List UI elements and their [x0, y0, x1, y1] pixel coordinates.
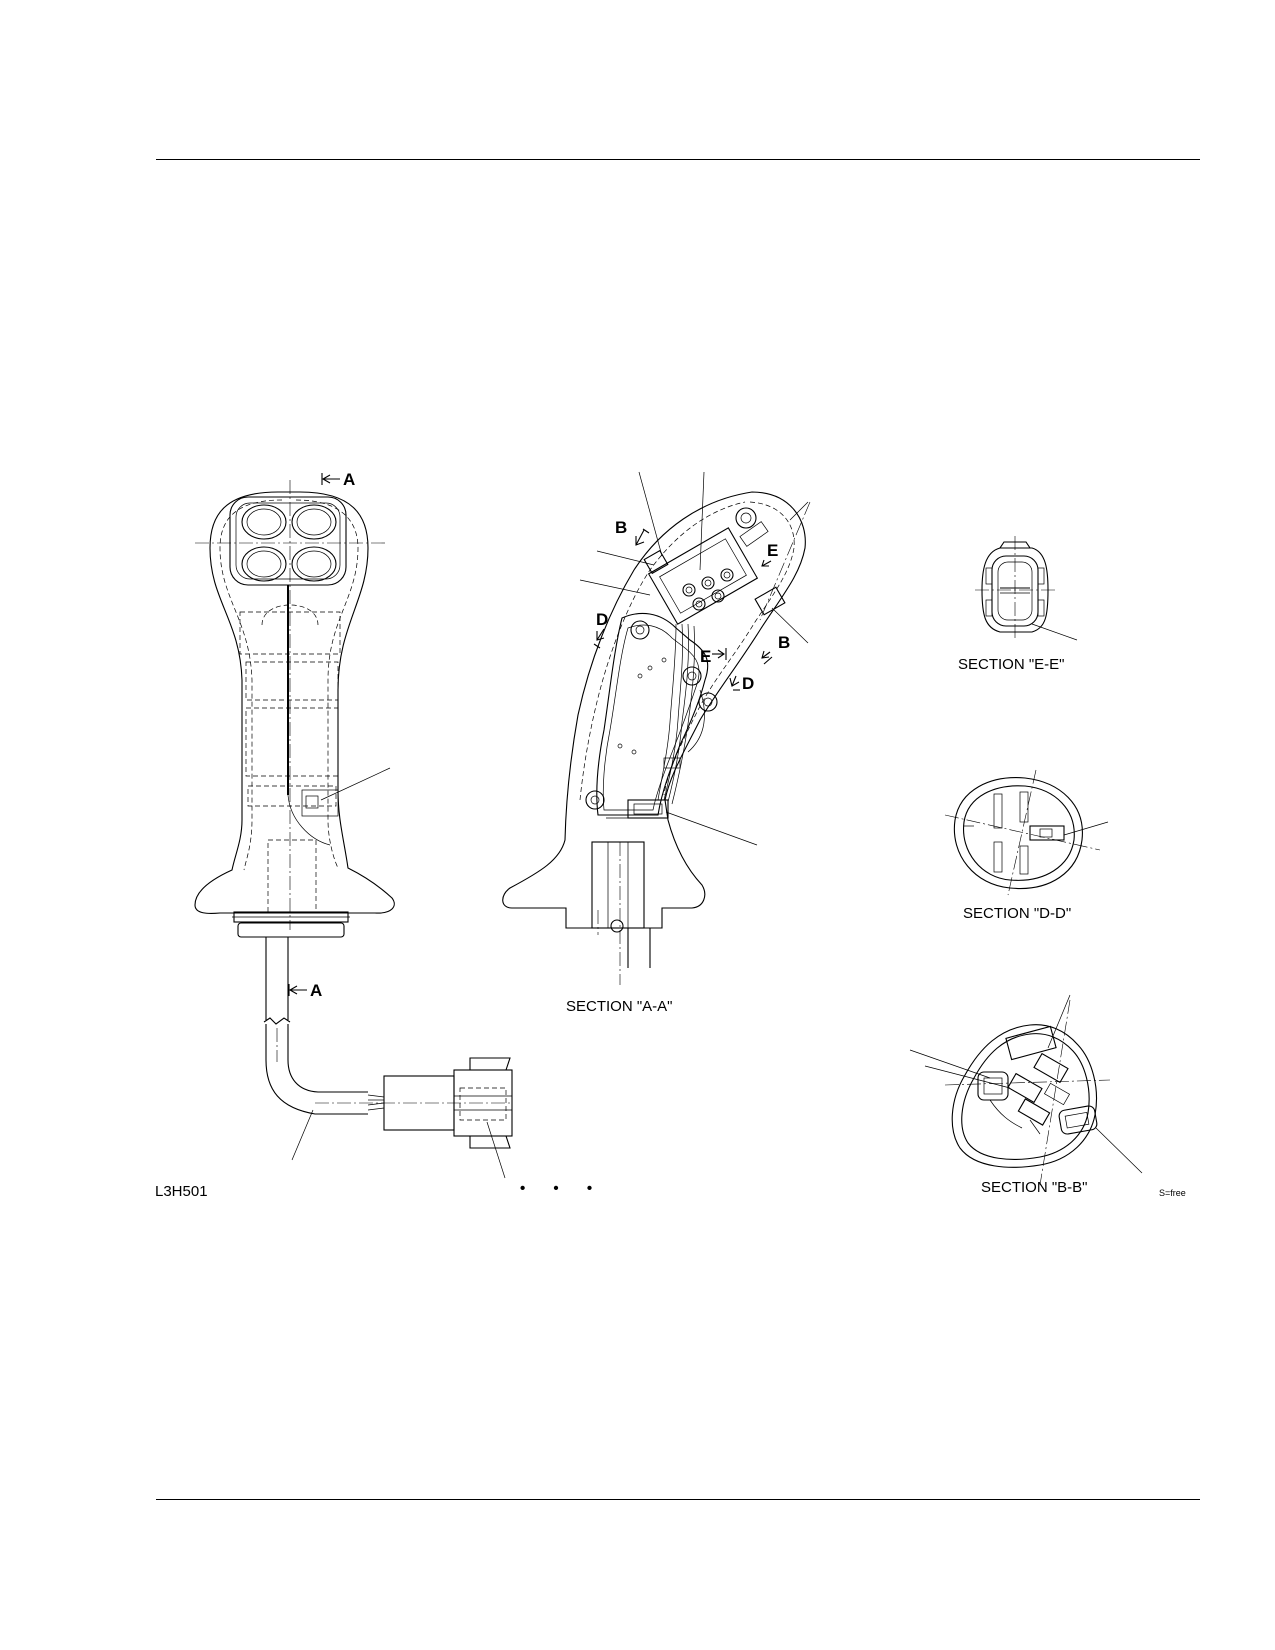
cut-label-b-right: B: [778, 633, 791, 652]
switch-block: [647, 527, 759, 625]
front-view: [194, 473, 513, 1179]
section-ee-outline: [981, 547, 1049, 633]
section-aa-caption: SECTION "A-A": [566, 998, 673, 1015]
cut-arrow-b-right: [761, 650, 773, 665]
section-bb-view: [909, 994, 1143, 1186]
handle-inner-line: [295, 499, 359, 869]
section-aa-view: [502, 471, 811, 985]
figure-code: L3H501: [155, 1183, 208, 1200]
cut-arrow-a-bottom: [288, 984, 307, 996]
cut-arrow-e-bottom: [712, 648, 727, 660]
boss: [585, 790, 605, 810]
boss: [630, 620, 650, 640]
cut-arrow-d-left: [593, 628, 605, 649]
handle-inner-line: [219, 499, 283, 871]
section-dd-outline: [953, 777, 1083, 890]
cavity: [596, 612, 709, 816]
cut-label-e-bottom: E: [700, 647, 712, 666]
scale-note: S=free: [1159, 1188, 1186, 1198]
cut-arrow-a-top: [321, 473, 340, 485]
shaft: [591, 841, 645, 929]
connector-housing: [453, 1069, 513, 1137]
cut-label-a-bottom: A: [310, 981, 323, 1000]
cable-bend: [265, 1024, 368, 1115]
cut-label-a-top: A: [343, 470, 356, 489]
section-ee-view: [975, 536, 1078, 641]
boss: [682, 666, 702, 686]
cut-arrow-b: [635, 528, 650, 546]
button: [291, 546, 337, 582]
button-panel-inner: [235, 502, 341, 580]
footer-rule: [156, 1499, 1200, 1500]
section-ee-caption: SECTION "E-E": [958, 656, 1065, 673]
section-dd-view: [944, 769, 1109, 896]
header-rule: [156, 159, 1200, 160]
ellipsis: • • •: [520, 1180, 605, 1197]
cut-label-d-right: D: [742, 674, 755, 693]
cut-arrow-e-top: [761, 559, 772, 567]
section-aa-outline: [502, 491, 806, 929]
cut-arrow-d-right: [729, 675, 740, 691]
cut-label-e-top: E: [767, 541, 779, 560]
mount-flange: [237, 922, 345, 938]
section-dd-caption: SECTION "D-D": [963, 905, 1072, 922]
cut-label-d-left: D: [596, 610, 609, 629]
boss: [698, 692, 718, 712]
button: [241, 504, 287, 540]
button: [241, 546, 287, 582]
handle-outline: [194, 491, 395, 914]
section-bb-outline: [951, 1024, 1098, 1168]
boss: [735, 507, 757, 529]
cut-label-b-top: B: [615, 518, 628, 537]
button: [291, 504, 337, 540]
section-bb-caption: SECTION "B-B": [981, 1179, 1088, 1196]
